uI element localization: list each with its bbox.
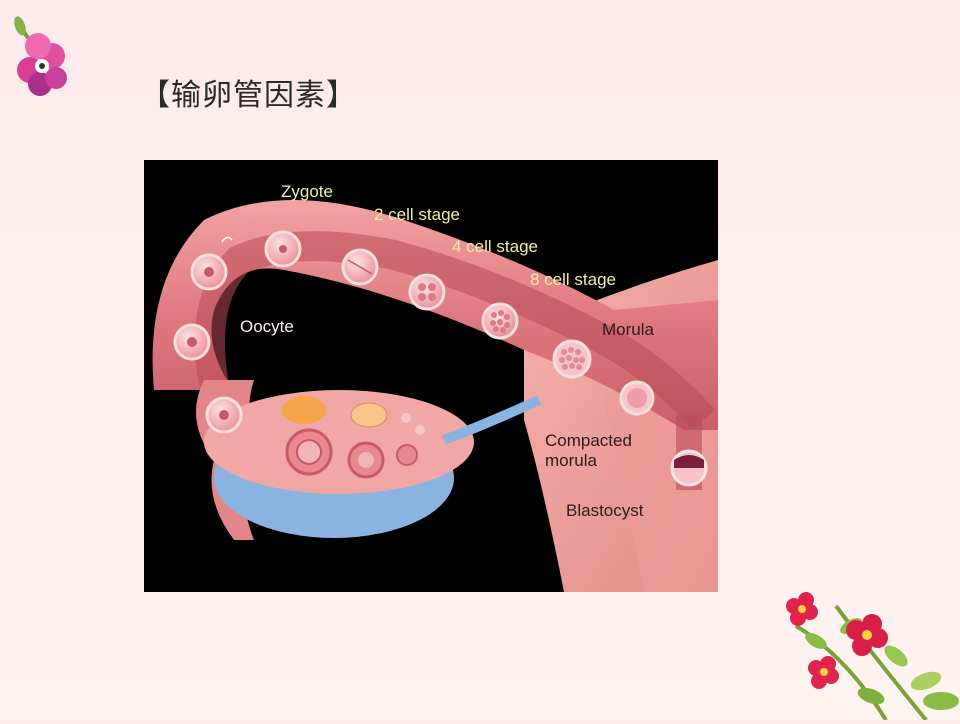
four-cell-stage-cell — [408, 273, 446, 311]
slide-title: 【输卵管因素】 — [140, 78, 357, 113]
flower-cluster-icon — [776, 586, 960, 722]
label-zygote: Zygote — [281, 182, 333, 201]
label-eight-cell-stage: 8 cell stage — [530, 270, 616, 289]
pink-flower-icon — [4, 8, 74, 100]
ovary — [204, 390, 474, 494]
label-oocyte: Oocyte — [240, 317, 294, 336]
label-morula: Morula — [602, 320, 654, 339]
fertilization-diagram: Zygote 2 cell stage 4 cell stage 8 cell … — [144, 160, 718, 592]
label-two-cell-stage: 2 cell stage — [374, 205, 460, 224]
label-blastocyst: Blastocyst — [566, 501, 644, 520]
label-four-cell-stage: 4 cell stage — [452, 237, 538, 256]
label-compacted-morula: Compacted morula — [545, 431, 632, 470]
